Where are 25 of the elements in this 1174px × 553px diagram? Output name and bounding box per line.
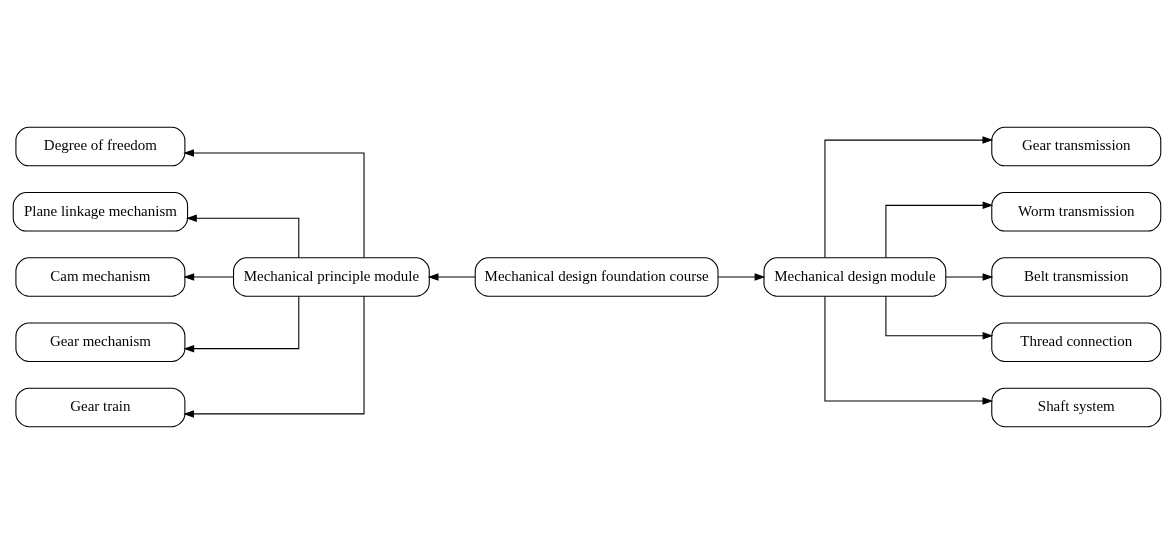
- arrow: [824, 295, 994, 405]
- node-box: Belt transmission: [991, 256, 1162, 297]
- arrow: [183, 295, 300, 352]
- node-box: Mechanical principle module: [233, 256, 430, 297]
- arrow: [824, 135, 994, 258]
- arrow: [885, 201, 994, 258]
- arrow: [186, 213, 300, 258]
- arrow: [427, 272, 476, 281]
- arrow: [885, 295, 994, 340]
- node-box: Cam mechanism: [15, 256, 186, 297]
- node-box: Gear mechanism: [15, 321, 186, 362]
- node-box: Gear transmission: [991, 126, 1162, 166]
- node-box: Worm transmission: [991, 191, 1162, 232]
- node-box: Plane linkage mechanism: [12, 191, 189, 232]
- node-box: Mechanical design module: [763, 256, 947, 297]
- arrow: [717, 272, 766, 281]
- node-box: Thread connection: [991, 321, 1162, 362]
- arrow: [183, 295, 365, 418]
- node-box: Degree of freedom: [15, 126, 186, 166]
- arrow: [183, 272, 234, 281]
- node-box: Mechanical design foundation course: [474, 256, 719, 297]
- node-box: Shaft system: [991, 387, 1162, 427]
- arrow: [183, 148, 365, 258]
- arrow: [945, 272, 994, 281]
- node-box: Gear train: [15, 387, 186, 427]
